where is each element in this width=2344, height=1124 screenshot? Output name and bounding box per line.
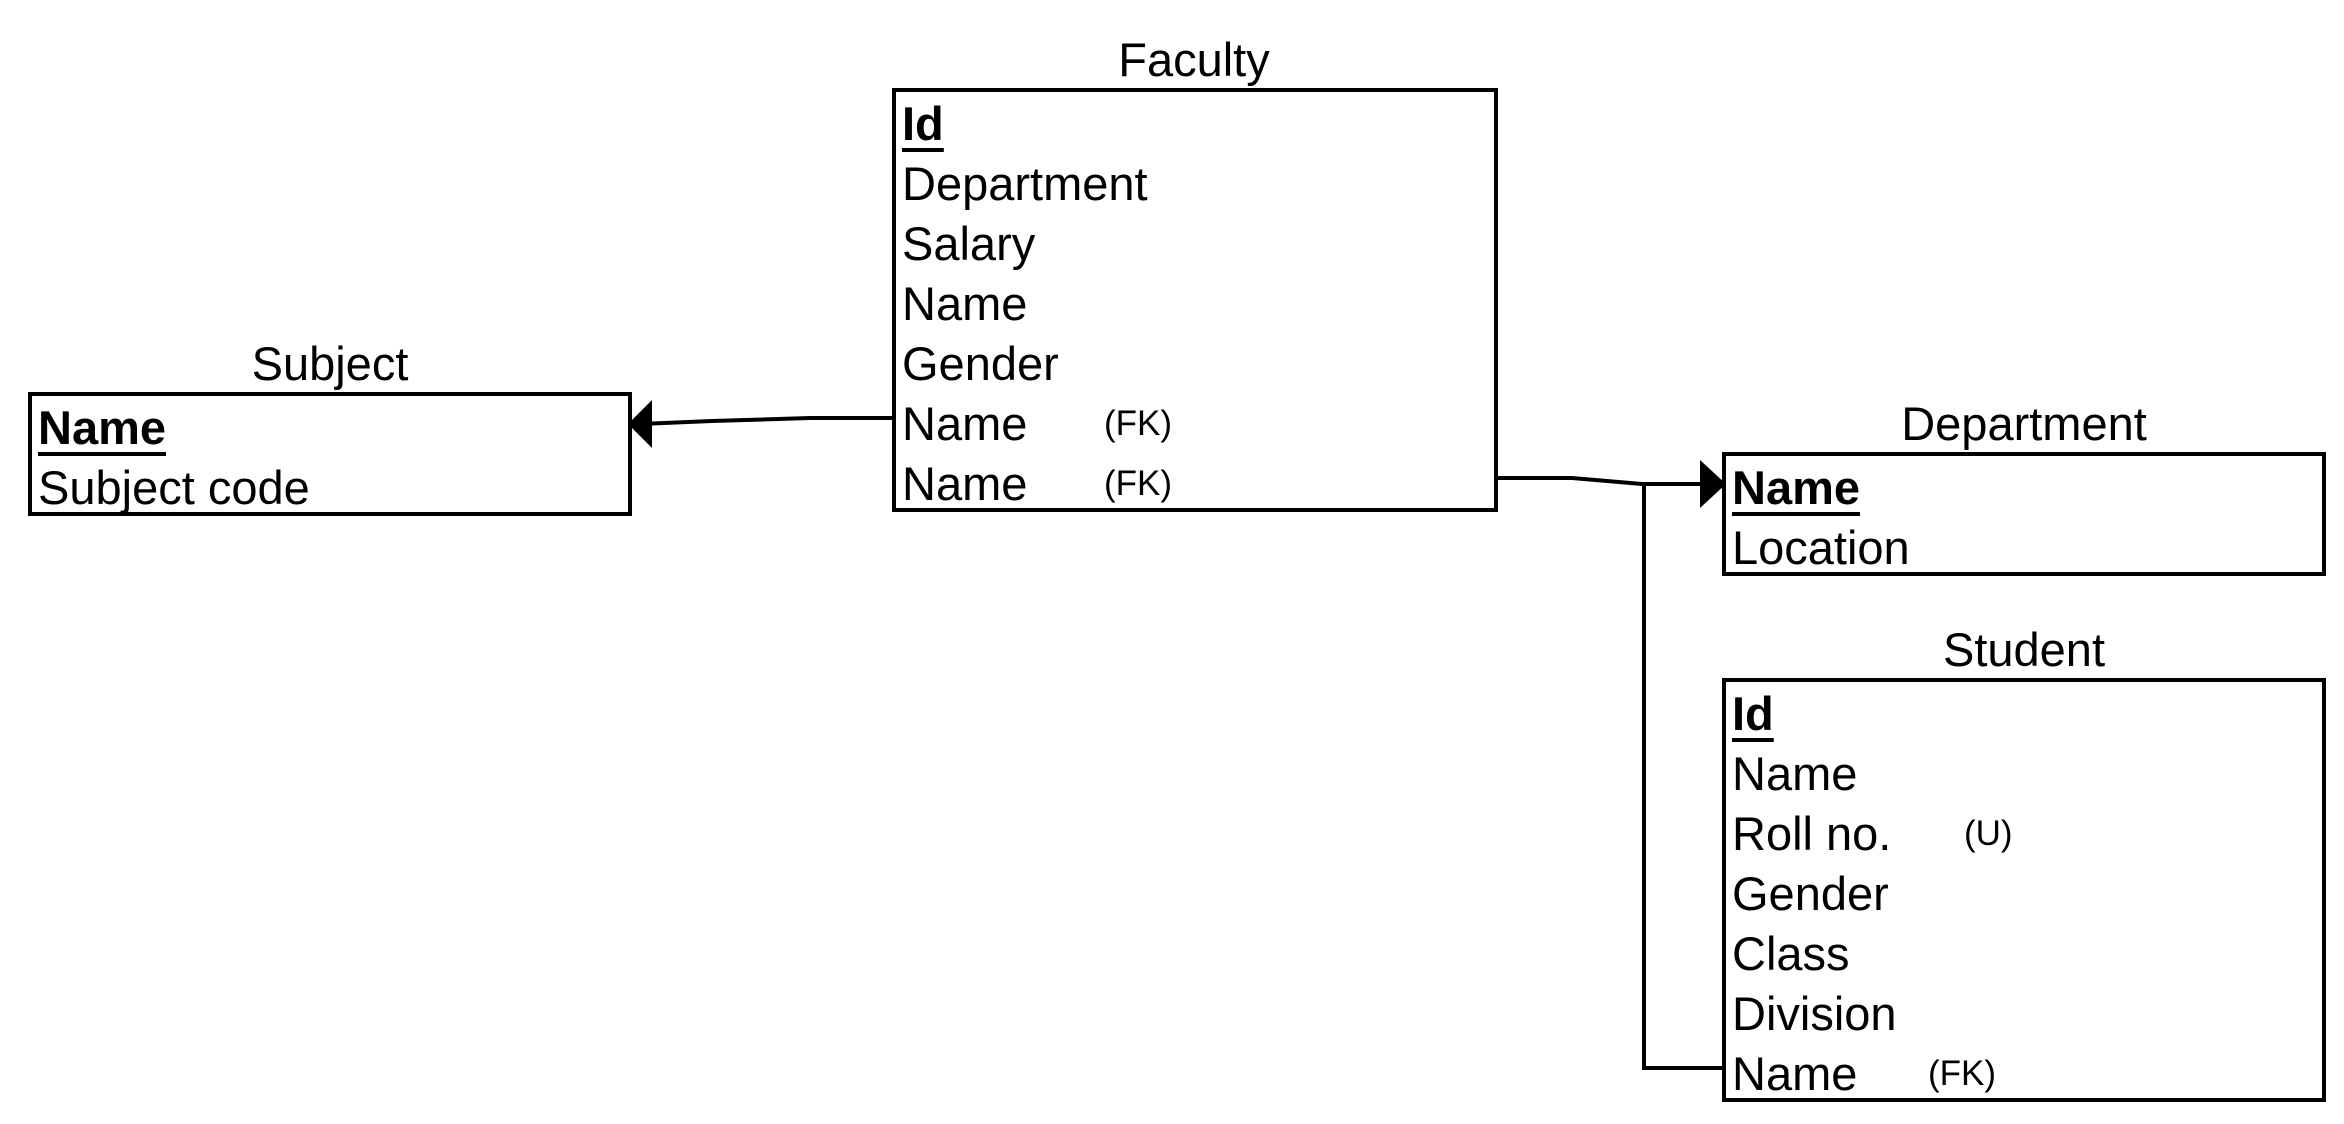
student-attr-roll-no: Roll no. <box>1732 807 1892 860</box>
faculty-attr-fk-note: (FK) <box>1104 464 1173 503</box>
faculty-entity-title: Faculty <box>1118 33 1270 86</box>
subject-attr-row: Name <box>32 398 628 458</box>
student-attr-gender: Gender <box>1732 867 1889 920</box>
faculty-attr-row: Name (FK) <box>896 394 1494 454</box>
connector-line-faculty-department <box>1496 476 1706 486</box>
department-entity-box: Name Location <box>1722 452 2326 576</box>
department-entity-title: Department <box>1901 397 2147 450</box>
department-attr-row: Name <box>1726 458 2322 518</box>
student-attr-class: Class <box>1732 927 1850 980</box>
student-attr-row: Roll no. (U) <box>1726 804 2322 864</box>
faculty-attr-gender: Gender <box>902 337 1059 390</box>
subject-attr-subject-code: Subject code <box>38 461 310 514</box>
department-attr-location: Location <box>1732 521 1910 574</box>
department-attr-name: Name <box>1732 461 1861 514</box>
arrowhead-subject <box>628 400 652 448</box>
faculty-attr-salary: Salary <box>902 217 1036 270</box>
subject-attr-row: Subject code <box>32 458 628 518</box>
subject-entity-box: Name Subject code <box>28 392 632 516</box>
student-attr-row: Name (FK) <box>1726 1044 2322 1104</box>
student-entity-box: Id Name Roll no. (U) Gender Class Divisi… <box>1722 678 2326 1102</box>
faculty-attr-department: Department <box>902 157 1148 210</box>
student-attr-division: Division <box>1732 987 1897 1040</box>
student-attr-row: Name <box>1726 744 2322 804</box>
faculty-attr-row: Id <box>896 94 1494 154</box>
faculty-attr-row: Gender <box>896 334 1494 394</box>
faculty-attr-row: Name <box>896 274 1494 334</box>
arrowhead-department <box>1700 460 1726 508</box>
student-attr-unique-note: (U) <box>1964 814 2013 853</box>
student-attr-name: Name <box>1732 747 1858 800</box>
faculty-attr-row: Department <box>896 154 1494 214</box>
student-attr-row: Gender <box>1726 864 2322 924</box>
subject-entity-title: Subject <box>251 337 409 390</box>
student-attr-fk-note: (FK) <box>1928 1054 1997 1093</box>
student-attr-row: Id <box>1726 684 2322 744</box>
faculty-attr-row: Salary <box>896 214 1494 274</box>
connector-line-faculty-subject <box>639 416 892 426</box>
faculty-attr-id: Id <box>902 97 944 150</box>
student-entity-title: Student <box>1942 623 2106 676</box>
faculty-entity-box: Id Department Salary Name Gender Name (F… <box>892 88 1498 512</box>
faculty-attr-name-fk: Name <box>902 397 1028 450</box>
student-attr-name-fk: Name <box>1732 1047 1858 1100</box>
connector-line-student-department <box>1642 484 1724 1070</box>
connector-student-to-department <box>1642 484 1724 1070</box>
connector-faculty-to-subject <box>628 400 892 448</box>
faculty-attr-fk-note: (FK) <box>1104 404 1173 443</box>
faculty-attr-name: Name <box>902 277 1028 330</box>
connector-faculty-to-department <box>1496 460 1726 508</box>
student-attr-row: Division <box>1726 984 2322 1044</box>
faculty-attr-row: Name (FK) <box>896 454 1494 514</box>
student-attr-id: Id <box>1732 687 1774 740</box>
subject-attr-name: Name <box>38 401 167 454</box>
faculty-attr-name-fk: Name <box>902 457 1028 510</box>
student-attr-row: Class <box>1726 924 2322 984</box>
department-attr-row: Location <box>1726 518 2322 578</box>
